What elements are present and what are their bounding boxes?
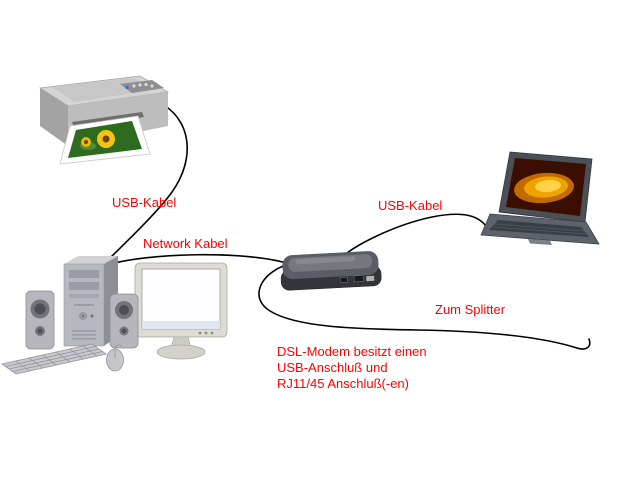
- modem-usb-port: [339, 276, 348, 283]
- tower-drive-bay: [69, 294, 99, 298]
- printer-button: [144, 82, 148, 87]
- modem-note-line-3: RJ11/45 Anschluß(-en): [277, 376, 409, 391]
- monitor-image: [134, 262, 228, 360]
- tower-vent: [72, 338, 96, 340]
- photo-sunflower-small-center: [84, 140, 88, 144]
- dsl-modem-image: [280, 251, 382, 291]
- monitor-button: [204, 331, 208, 335]
- label-usb-kabel-laptop: USB-Kabel: [378, 198, 443, 213]
- printer-image: [38, 75, 170, 165]
- label-usb-kabel-printer: USB-Kabel: [112, 195, 177, 210]
- modem-note-line-1: DSL-Modem besitzt einen: [277, 344, 427, 359]
- label-network-kabel: Network Kabel: [143, 236, 228, 251]
- printer-power-led: [125, 85, 129, 90]
- monitor-base: [156, 344, 206, 360]
- tower-vent: [72, 334, 96, 336]
- mouse-cord: [114, 344, 123, 350]
- monitor-button: [210, 331, 214, 335]
- printer-button: [138, 83, 142, 87]
- network-cable: [105, 253, 291, 266]
- laptop-wallpaper-swirl-inner: [535, 179, 561, 193]
- tower-drive-bay: [69, 282, 99, 290]
- tower-floppy-slot: [74, 304, 94, 306]
- speaker-left-image: [25, 290, 55, 350]
- laptop-touchpad: [528, 239, 552, 245]
- splitter-cable: [258, 264, 591, 350]
- speaker-right-image: [109, 293, 139, 349]
- tower-top: [64, 256, 118, 264]
- mouse-body: [106, 348, 124, 372]
- laptop-usb-cable: [341, 213, 491, 258]
- speaker-driver-cone: [34, 303, 46, 315]
- modem-note-line-2: USB-Anschluß und: [277, 360, 388, 375]
- label-zum-splitter: Zum Splitter: [435, 302, 506, 317]
- tower-reset-button: [90, 314, 94, 318]
- printer-button: [132, 84, 136, 88]
- monitor-screen-taskbar: [142, 321, 220, 329]
- tower-drive-bay: [69, 270, 99, 278]
- tower-vent: [72, 330, 96, 332]
- monitor-screen: [141, 268, 221, 330]
- printer-side: [40, 88, 68, 146]
- mouse-image: [106, 344, 124, 372]
- speaker-tweeter-cone: [37, 328, 43, 334]
- modem-rj-port: [353, 275, 364, 283]
- laptop-key-row: [492, 226, 587, 235]
- keyboard-keys: [5, 345, 103, 372]
- monitor-button: [198, 331, 202, 335]
- tower-power-button-dot: [81, 314, 85, 318]
- photo-sunflower-center: [102, 135, 110, 143]
- speaker-driver-cone: [119, 305, 129, 315]
- printer-button: [150, 84, 154, 88]
- laptop-image: [480, 151, 600, 245]
- modem-note: DSL-Modem besitzt einen USB-Anschluß und…: [277, 344, 427, 392]
- laptop-keyboard: [489, 220, 589, 237]
- laptop-key-row: [494, 223, 585, 232]
- modem-gloss: [295, 256, 356, 265]
- keyboard-image: [1, 343, 107, 375]
- modem-label-sticker: [366, 275, 375, 282]
- speaker-tweeter-cone: [121, 328, 127, 334]
- printer-control-panel: [120, 80, 164, 93]
- printer-usb-cable: [105, 105, 188, 263]
